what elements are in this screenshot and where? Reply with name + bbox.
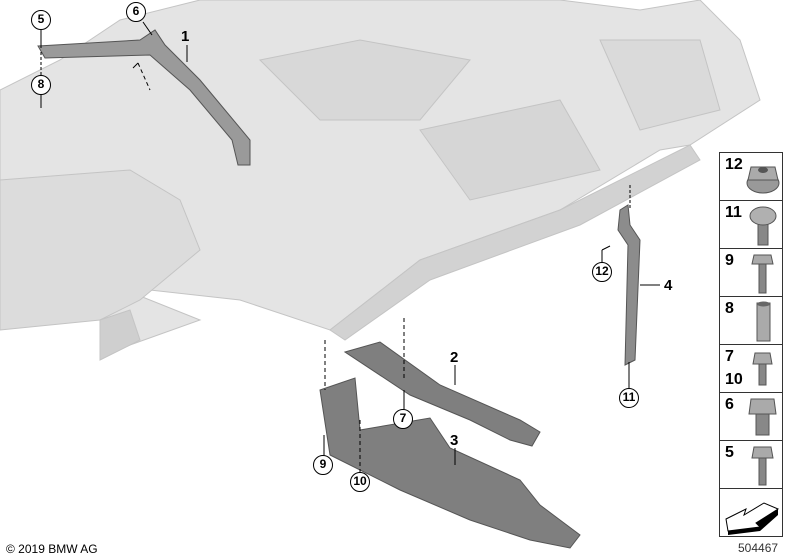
- label-2: 2: [450, 349, 459, 366]
- part-3-panel: [319, 377, 581, 549]
- callout-12: 12: [592, 262, 612, 282]
- legend-label: 10: [725, 371, 743, 388]
- part-2-panel: [343, 341, 541, 447]
- label-3: 3: [450, 432, 459, 449]
- flange-nut-icon: [746, 166, 780, 194]
- direction-arrow-icon: [725, 502, 780, 535]
- callout-10: 10: [350, 472, 370, 492]
- legend-item-8: 8: [720, 297, 782, 345]
- legend-label: 7: [725, 348, 734, 365]
- legend-label: 8: [725, 300, 734, 317]
- label-4: 4: [664, 277, 673, 294]
- part-4-rail: [617, 204, 641, 366]
- legend-item-11: 11: [720, 201, 782, 249]
- legend-item-arrow: [720, 489, 782, 536]
- callout-7: 7: [393, 409, 413, 429]
- legend-label: 9: [725, 252, 734, 269]
- hex-bolt-long-icon: [751, 254, 774, 294]
- callout-5: 5: [31, 10, 51, 30]
- legend-item-7-10: 7 10: [720, 345, 782, 393]
- legend-label: 11: [725, 204, 742, 221]
- hex-bolt-icon: [751, 446, 774, 486]
- leader-lines: [40, 21, 660, 472]
- part-1-strut-brace: [37, 29, 251, 166]
- spacer-sleeve-icon: [756, 301, 771, 342]
- label-1: 1: [181, 28, 190, 45]
- torx-bolt-icon: [749, 206, 777, 246]
- legend-label: 5: [725, 444, 734, 461]
- callout-11: 11: [619, 388, 639, 408]
- legend-item-5: 5: [720, 441, 782, 489]
- legend-label: 12: [725, 156, 743, 173]
- legend-item-6: 6: [720, 393, 782, 441]
- copyright: © 2019 BMW AG: [6, 542, 98, 556]
- callout-9: 9: [313, 455, 333, 475]
- callout-8: 8: [31, 75, 51, 95]
- legend-item-9: 9: [720, 249, 782, 297]
- legend-label: 6: [725, 396, 734, 413]
- hex-bolt-short-icon: [752, 352, 773, 386]
- hex-bolt-large-icon: [748, 398, 777, 436]
- fastener-legend: 12 11 9 8 7 10 6 5: [719, 152, 783, 537]
- diagram-number: 504467: [738, 541, 779, 555]
- legend-item-12: 12: [720, 153, 782, 201]
- callout-6: 6: [126, 2, 146, 22]
